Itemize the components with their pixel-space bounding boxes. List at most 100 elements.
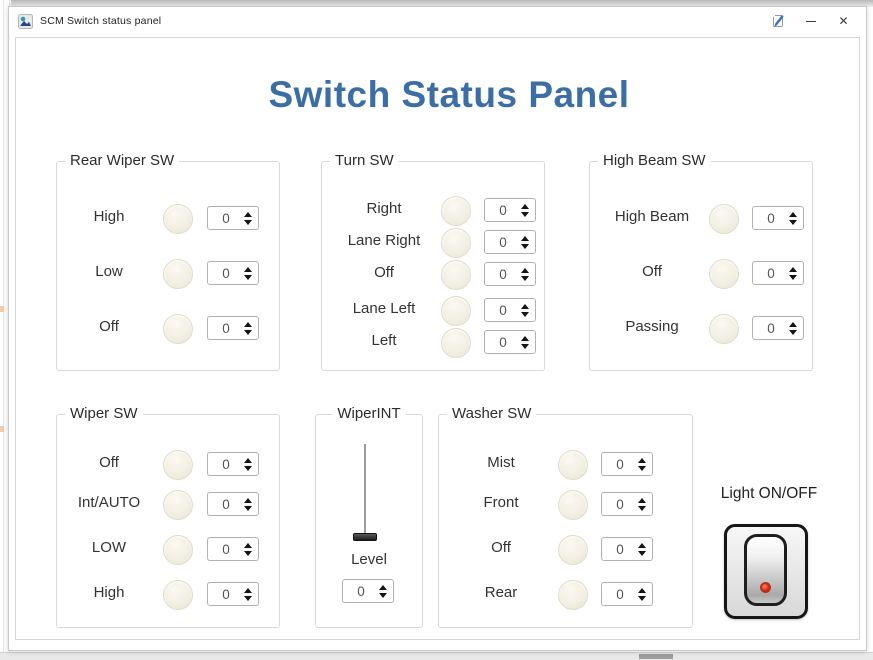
- minimize-button[interactable]: [794, 7, 827, 35]
- spin-arrows[interactable]: [242, 207, 254, 229]
- count-spinbox[interactable]: 0: [601, 452, 653, 476]
- spin-down-icon[interactable]: [244, 219, 252, 225]
- spin-arrows[interactable]: [519, 331, 531, 353]
- spin-arrows[interactable]: [787, 207, 799, 229]
- spin-arrows[interactable]: [519, 231, 531, 253]
- spin-arrows[interactable]: [242, 538, 254, 560]
- count-spinbox[interactable]: 0: [484, 198, 536, 222]
- count-spinbox[interactable]: 0: [207, 492, 259, 516]
- spin-arrows[interactable]: [636, 538, 648, 560]
- count-spinbox[interactable]: 0: [752, 206, 804, 230]
- spin-up-icon[interactable]: [521, 235, 529, 241]
- spin-up-icon[interactable]: [244, 587, 252, 593]
- switch-row: Right 0: [322, 196, 544, 226]
- spin-down-icon[interactable]: [789, 274, 797, 280]
- spin-up-icon[interactable]: [521, 203, 529, 209]
- spin-down-icon[interactable]: [521, 211, 529, 217]
- count-spinbox[interactable]: 0: [484, 262, 536, 286]
- spin-up-icon[interactable]: [244, 457, 252, 463]
- spin-down-icon[interactable]: [638, 465, 646, 471]
- count-spinbox[interactable]: 0: [484, 298, 536, 322]
- ink-edit-button[interactable]: [761, 7, 794, 35]
- spin-up-icon[interactable]: [789, 321, 797, 327]
- spin-up-icon[interactable]: [244, 266, 252, 272]
- count-spinbox[interactable]: 0: [484, 330, 536, 354]
- led-indicator: [163, 204, 193, 234]
- spin-arrows[interactable]: [242, 493, 254, 515]
- count-spinbox[interactable]: 0: [601, 492, 653, 516]
- spin-down-icon[interactable]: [244, 465, 252, 471]
- spin-arrows[interactable]: [519, 199, 531, 221]
- spin-arrows[interactable]: [787, 262, 799, 284]
- count-spinbox[interactable]: 0: [484, 230, 536, 254]
- spin-down-icon[interactable]: [521, 311, 529, 317]
- count-spinbox[interactable]: 0: [207, 537, 259, 561]
- spin-arrows[interactable]: [242, 453, 254, 475]
- level-label: Level: [351, 551, 387, 568]
- switch-row: Rear 0: [439, 580, 692, 610]
- count-spinbox[interactable]: 0: [207, 206, 259, 230]
- spin-down-icon[interactable]: [789, 219, 797, 225]
- group-label: Turn SW: [330, 152, 399, 169]
- spin-up-icon[interactable]: [521, 335, 529, 341]
- spin-arrows[interactable]: [242, 317, 254, 339]
- spin-arrows[interactable]: [242, 262, 254, 284]
- spin-up-icon[interactable]: [638, 587, 646, 593]
- scrollbar-thumb[interactable]: [639, 654, 673, 659]
- spin-value: 0: [222, 321, 230, 336]
- led-indicator: [558, 580, 588, 610]
- spin-down-icon[interactable]: [638, 595, 646, 601]
- spin-down-icon[interactable]: [638, 505, 646, 511]
- spin-up-icon[interactable]: [244, 211, 252, 217]
- count-spinbox[interactable]: 0: [207, 582, 259, 606]
- spin-up-icon[interactable]: [638, 457, 646, 463]
- spin-up-icon[interactable]: [244, 321, 252, 327]
- spin-up-icon[interactable]: [521, 267, 529, 273]
- spin-down-icon[interactable]: [789, 329, 797, 335]
- close-button[interactable]: ✕: [827, 7, 860, 35]
- spin-arrows[interactable]: [242, 583, 254, 605]
- spin-arrows[interactable]: [636, 453, 648, 475]
- spin-up-icon[interactable]: [638, 542, 646, 548]
- light-toggle-switch[interactable]: [724, 524, 808, 619]
- spin-up-icon[interactable]: [244, 497, 252, 503]
- spin-down-icon[interactable]: [244, 595, 252, 601]
- slider-track[interactable]: [364, 444, 366, 540]
- count-spinbox[interactable]: 0: [601, 582, 653, 606]
- count-spinbox[interactable]: 0: [601, 537, 653, 561]
- spin-up-icon[interactable]: [789, 266, 797, 272]
- spin-arrows[interactable]: [787, 317, 799, 339]
- titlebar[interactable]: SCM Switch status panel ✕: [9, 7, 866, 35]
- spin-up-icon[interactable]: [521, 303, 529, 309]
- spin-up-icon[interactable]: [379, 584, 387, 590]
- background-mark: [0, 426, 4, 432]
- count-spinbox[interactable]: 0: [207, 261, 259, 285]
- spin-down-icon[interactable]: [521, 343, 529, 349]
- spin-up-icon[interactable]: [789, 211, 797, 217]
- spin-down-icon[interactable]: [521, 275, 529, 281]
- spin-arrows[interactable]: [636, 493, 648, 515]
- slider-handle[interactable]: [353, 533, 377, 541]
- spin-down-icon[interactable]: [638, 550, 646, 556]
- rocker-button[interactable]: [744, 534, 787, 606]
- count-spinbox[interactable]: 0: [207, 452, 259, 476]
- spin-arrows[interactable]: [519, 263, 531, 285]
- spin-arrows[interactable]: [377, 580, 389, 602]
- switch-label: Right: [366, 200, 402, 217]
- spin-down-icon[interactable]: [244, 550, 252, 556]
- spin-down-icon[interactable]: [244, 274, 252, 280]
- spin-down-icon[interactable]: [521, 243, 529, 249]
- level-spinbox[interactable]: 0: [342, 579, 394, 603]
- spin-arrows[interactable]: [519, 299, 531, 321]
- spin-arrows[interactable]: [636, 583, 648, 605]
- spin-down-icon[interactable]: [379, 592, 387, 598]
- spin-down-icon[interactable]: [244, 505, 252, 511]
- led-indicator: [441, 196, 471, 226]
- count-spinbox[interactable]: 0: [207, 316, 259, 340]
- count-spinbox[interactable]: 0: [752, 261, 804, 285]
- spin-down-icon[interactable]: [244, 329, 252, 335]
- spin-up-icon[interactable]: [638, 497, 646, 503]
- spin-up-icon[interactable]: [244, 542, 252, 548]
- background-scrollbar[interactable]: [0, 652, 873, 660]
- count-spinbox[interactable]: 0: [752, 316, 804, 340]
